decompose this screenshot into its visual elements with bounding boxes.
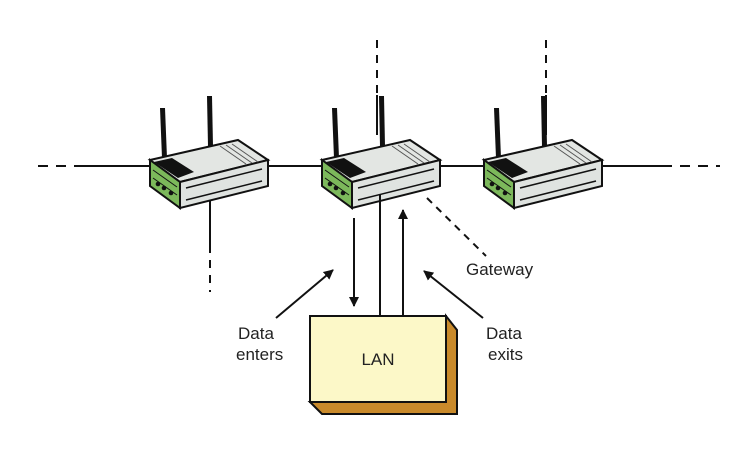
data-exits-arrow: [423, 270, 484, 319]
gateway-label: Gateway: [466, 260, 534, 279]
data-exits-label-line1: Data: [486, 324, 522, 343]
gateway-lan-links: [349, 194, 408, 316]
router-left: [149, 95, 269, 209]
router-gateway: [321, 95, 441, 209]
wireless-router-icon: [483, 95, 603, 209]
data-enters-label-line1: Data: [238, 324, 274, 343]
lan-box: LAN: [307, 313, 458, 415]
data-exits-label-line2: exits: [488, 345, 523, 364]
data-enters-arrow: [275, 269, 334, 319]
lan-label: LAN: [361, 350, 394, 369]
router-right: [483, 95, 603, 209]
data-enters-label-line2: enters: [236, 345, 283, 364]
gateway-pointer: [426, 197, 487, 257]
wireless-router-icon: [321, 95, 441, 209]
wireless-router-icon: [149, 95, 269, 209]
